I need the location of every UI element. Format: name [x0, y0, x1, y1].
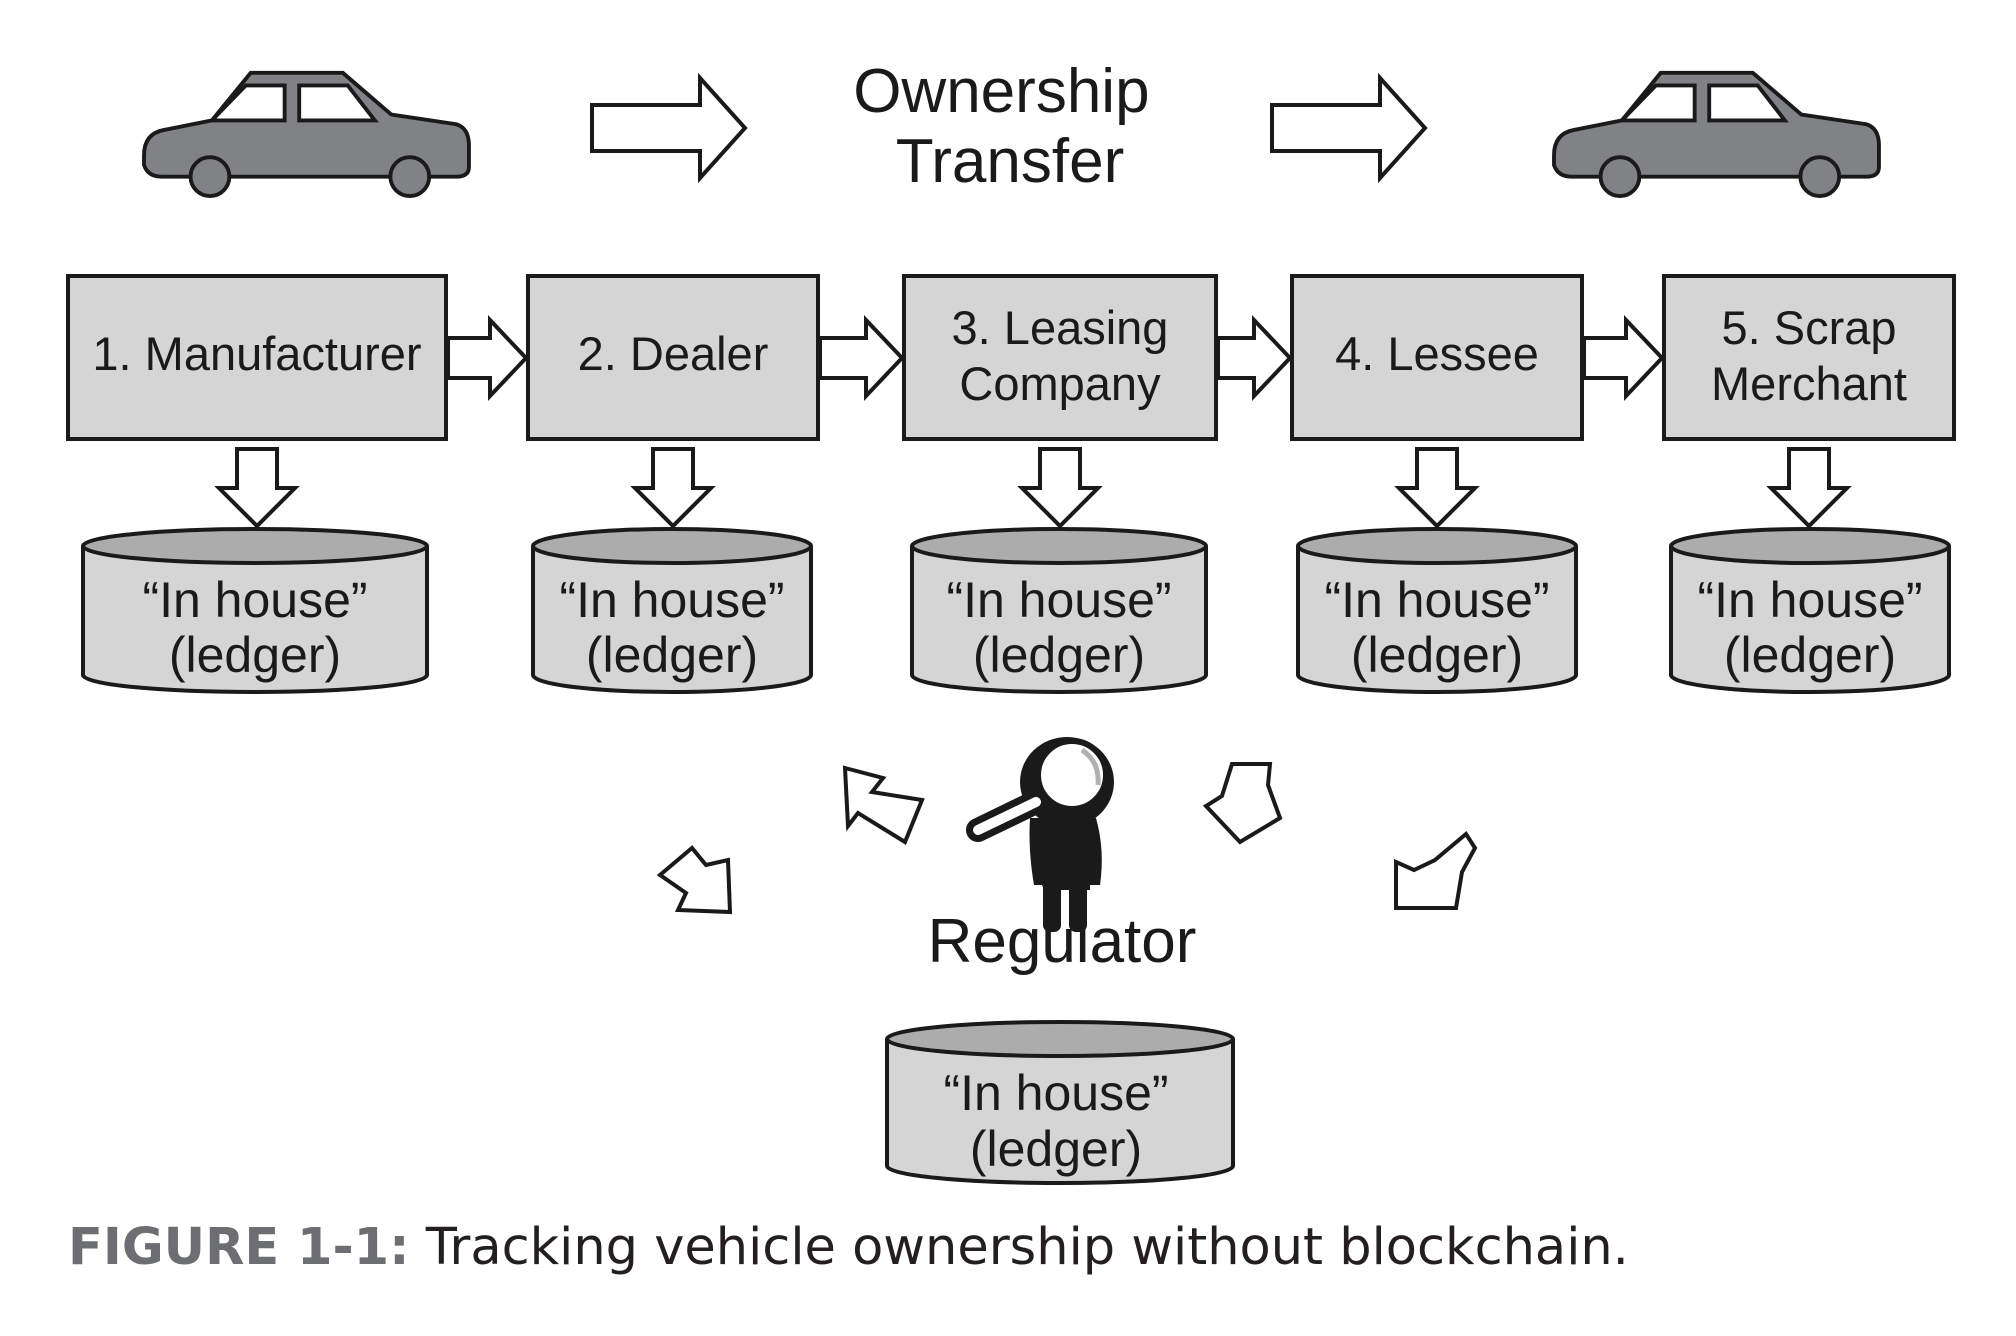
flow-arrow [818, 314, 905, 402]
ledger-label-line2: (ledger) [973, 627, 1145, 683]
regulator-arrow [842, 765, 925, 845]
ledger-label-line2: (ledger) [169, 627, 341, 683]
process-step-label-line: Company [959, 357, 1161, 410]
ledger-label-line1: “In house” [142, 572, 367, 628]
process-step-label-line: 4. Lessee [1335, 327, 1539, 380]
regulator-arrow [656, 845, 733, 915]
ledger-label-line1: “In house” [1324, 572, 1549, 628]
figure-label: FIGURE 1-1: [68, 1218, 410, 1277]
ledger-label-line2: (ledger) [970, 1121, 1142, 1177]
down-arrow [214, 447, 300, 529]
ledger-label-line1: “In house” [1697, 572, 1922, 628]
process-step-label-line: 3. Leasing [952, 301, 1169, 354]
process-step-box: 2. Dealer [526, 274, 820, 441]
regulator-arrow [1394, 831, 1478, 910]
process-step-label: 2. Dealer [578, 327, 769, 380]
in-house-ledger: “In house”(ledger) [1296, 527, 1578, 694]
flow-arrow [446, 314, 529, 402]
regulator-label: Regulator [928, 907, 1197, 976]
down-arrow [1394, 447, 1480, 529]
flow-arrow [1582, 314, 1665, 402]
regulator-arrow [1202, 762, 1283, 845]
ownership-arrow-right [1270, 72, 1428, 184]
title-line-1: Ownership [853, 57, 1149, 126]
title-line-2: Transfer [896, 127, 1125, 196]
regulator-magnifier-icon [966, 737, 1114, 932]
flow-arrow [1216, 314, 1293, 402]
ledger-label-line1: “In house” [946, 572, 1171, 628]
in-house-ledger: “In house”(ledger) [1669, 527, 1951, 694]
in-house-ledger: “In house”(ledger) [81, 527, 429, 694]
process-step-label-line: 5. Scrap [1721, 301, 1896, 354]
figure-caption: FIGURE 1-1: Tracking vehicle ownership w… [68, 1218, 1968, 1277]
caption-text: Tracking vehicle ownership without block… [409, 1218, 1629, 1277]
ledger-label-line1: “In house” [943, 1065, 1168, 1121]
ledger-label-line1: “In house” [559, 572, 784, 628]
process-step-box: 4. Lessee [1290, 274, 1584, 441]
ledger-label-line2: (ledger) [1724, 627, 1896, 683]
in-house-ledger: “In house”(ledger) [910, 527, 1208, 694]
in-house-ledger: “In house”(ledger) [531, 527, 813, 694]
car-icon [142, 70, 471, 198]
ledger-label-line2: (ledger) [586, 627, 758, 683]
ownership-arrow-left [590, 72, 748, 184]
process-step-label-line: 1. Manufacturer [92, 327, 421, 380]
process-step-label: 4. Lessee [1335, 327, 1539, 380]
process-step-label-line: 2. Dealer [578, 327, 769, 380]
process-step-label: 1. Manufacturer [92, 327, 421, 380]
down-arrow [1017, 447, 1103, 529]
down-arrow [1766, 447, 1852, 529]
ledger-label-line2: (ledger) [1351, 627, 1523, 683]
process-step-label-line: Merchant [1711, 357, 1907, 410]
process-step-box: 1. Manufacturer [66, 274, 448, 441]
regulator-ledger: “In house” (ledger) [885, 1020, 1235, 1185]
car-icon [1552, 70, 1881, 198]
ownership-transfer-title: Ownership Transfer [853, 57, 1167, 196]
down-arrow [630, 447, 716, 529]
